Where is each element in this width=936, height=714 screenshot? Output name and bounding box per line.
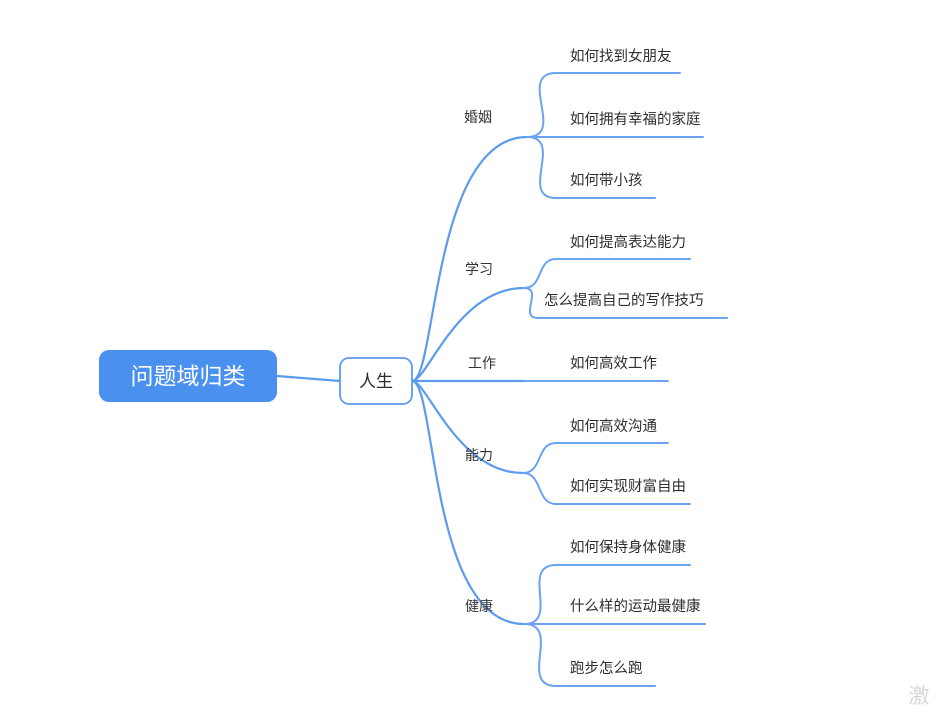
edge-hub-to-branch-5 [410, 379, 526, 626]
edge-root-to-hub [275, 374, 342, 383]
edge-branch-4-leaf-1 [522, 442, 669, 474]
edge-branch-2-leaf-1 [523, 258, 691, 289]
edge-hub-to-branch-2 [410, 286, 526, 383]
edge-branch-1-leaf-3 [526, 136, 656, 199]
leaf-label-1-1[interactable]: 如何找到女朋友 [570, 47, 672, 65]
leaf-label-1-3[interactable]: 如何带小孩 [570, 172, 643, 189]
root-node[interactable] [99, 350, 277, 402]
leaf-label-2-1[interactable]: 如何提高表达能力 [570, 234, 686, 251]
edge-hub-to-branch-1 [410, 135, 529, 383]
leaf-label-1-2[interactable]: 如何拥有幸福的家庭 [570, 111, 701, 128]
leaf-label-4-1[interactable]: 如何高效沟通 [570, 418, 657, 435]
leaf-label-5-2[interactable]: 什么样的运动最健康 [570, 598, 701, 615]
branch-label-5: 健康 [465, 598, 493, 614]
leaf-label-5-1[interactable]: 如何保持身体健康 [570, 539, 686, 556]
edge-layer [275, 72, 728, 687]
root-node-label: 问题域归类 [131, 363, 246, 389]
watermark-text: 激 [909, 685, 930, 708]
edge-branch-4-leaf-2 [522, 472, 691, 505]
leaf-label-4-2[interactable]: 如何实现财富自由 [570, 477, 686, 495]
hub-node[interactable] [339, 357, 413, 405]
branch-label-2: 学习 [465, 261, 493, 277]
leaf-label-2-2[interactable]: 怎么提高自己的写作技巧 [544, 292, 704, 309]
edge-branch-1-leaf-1 [526, 72, 681, 138]
edge-branch-5-leaf-1 [523, 564, 691, 625]
edge-branch-5-leaf-3 [523, 623, 656, 687]
edge-hub-to-branch-4 [410, 379, 525, 475]
branch-label-3: 工作 [468, 355, 496, 371]
leaf-label-5-3[interactable]: 跑步怎么跑 [570, 660, 643, 677]
hub-node-label: 人生 [359, 372, 393, 391]
leaf-label-3-1[interactable]: 如何高效工作 [570, 355, 657, 372]
edge-branch-2-leaf-2 [523, 287, 728, 319]
branch-label-4: 能力 [465, 447, 493, 463]
branch-label-1: 婚姻 [464, 109, 492, 125]
